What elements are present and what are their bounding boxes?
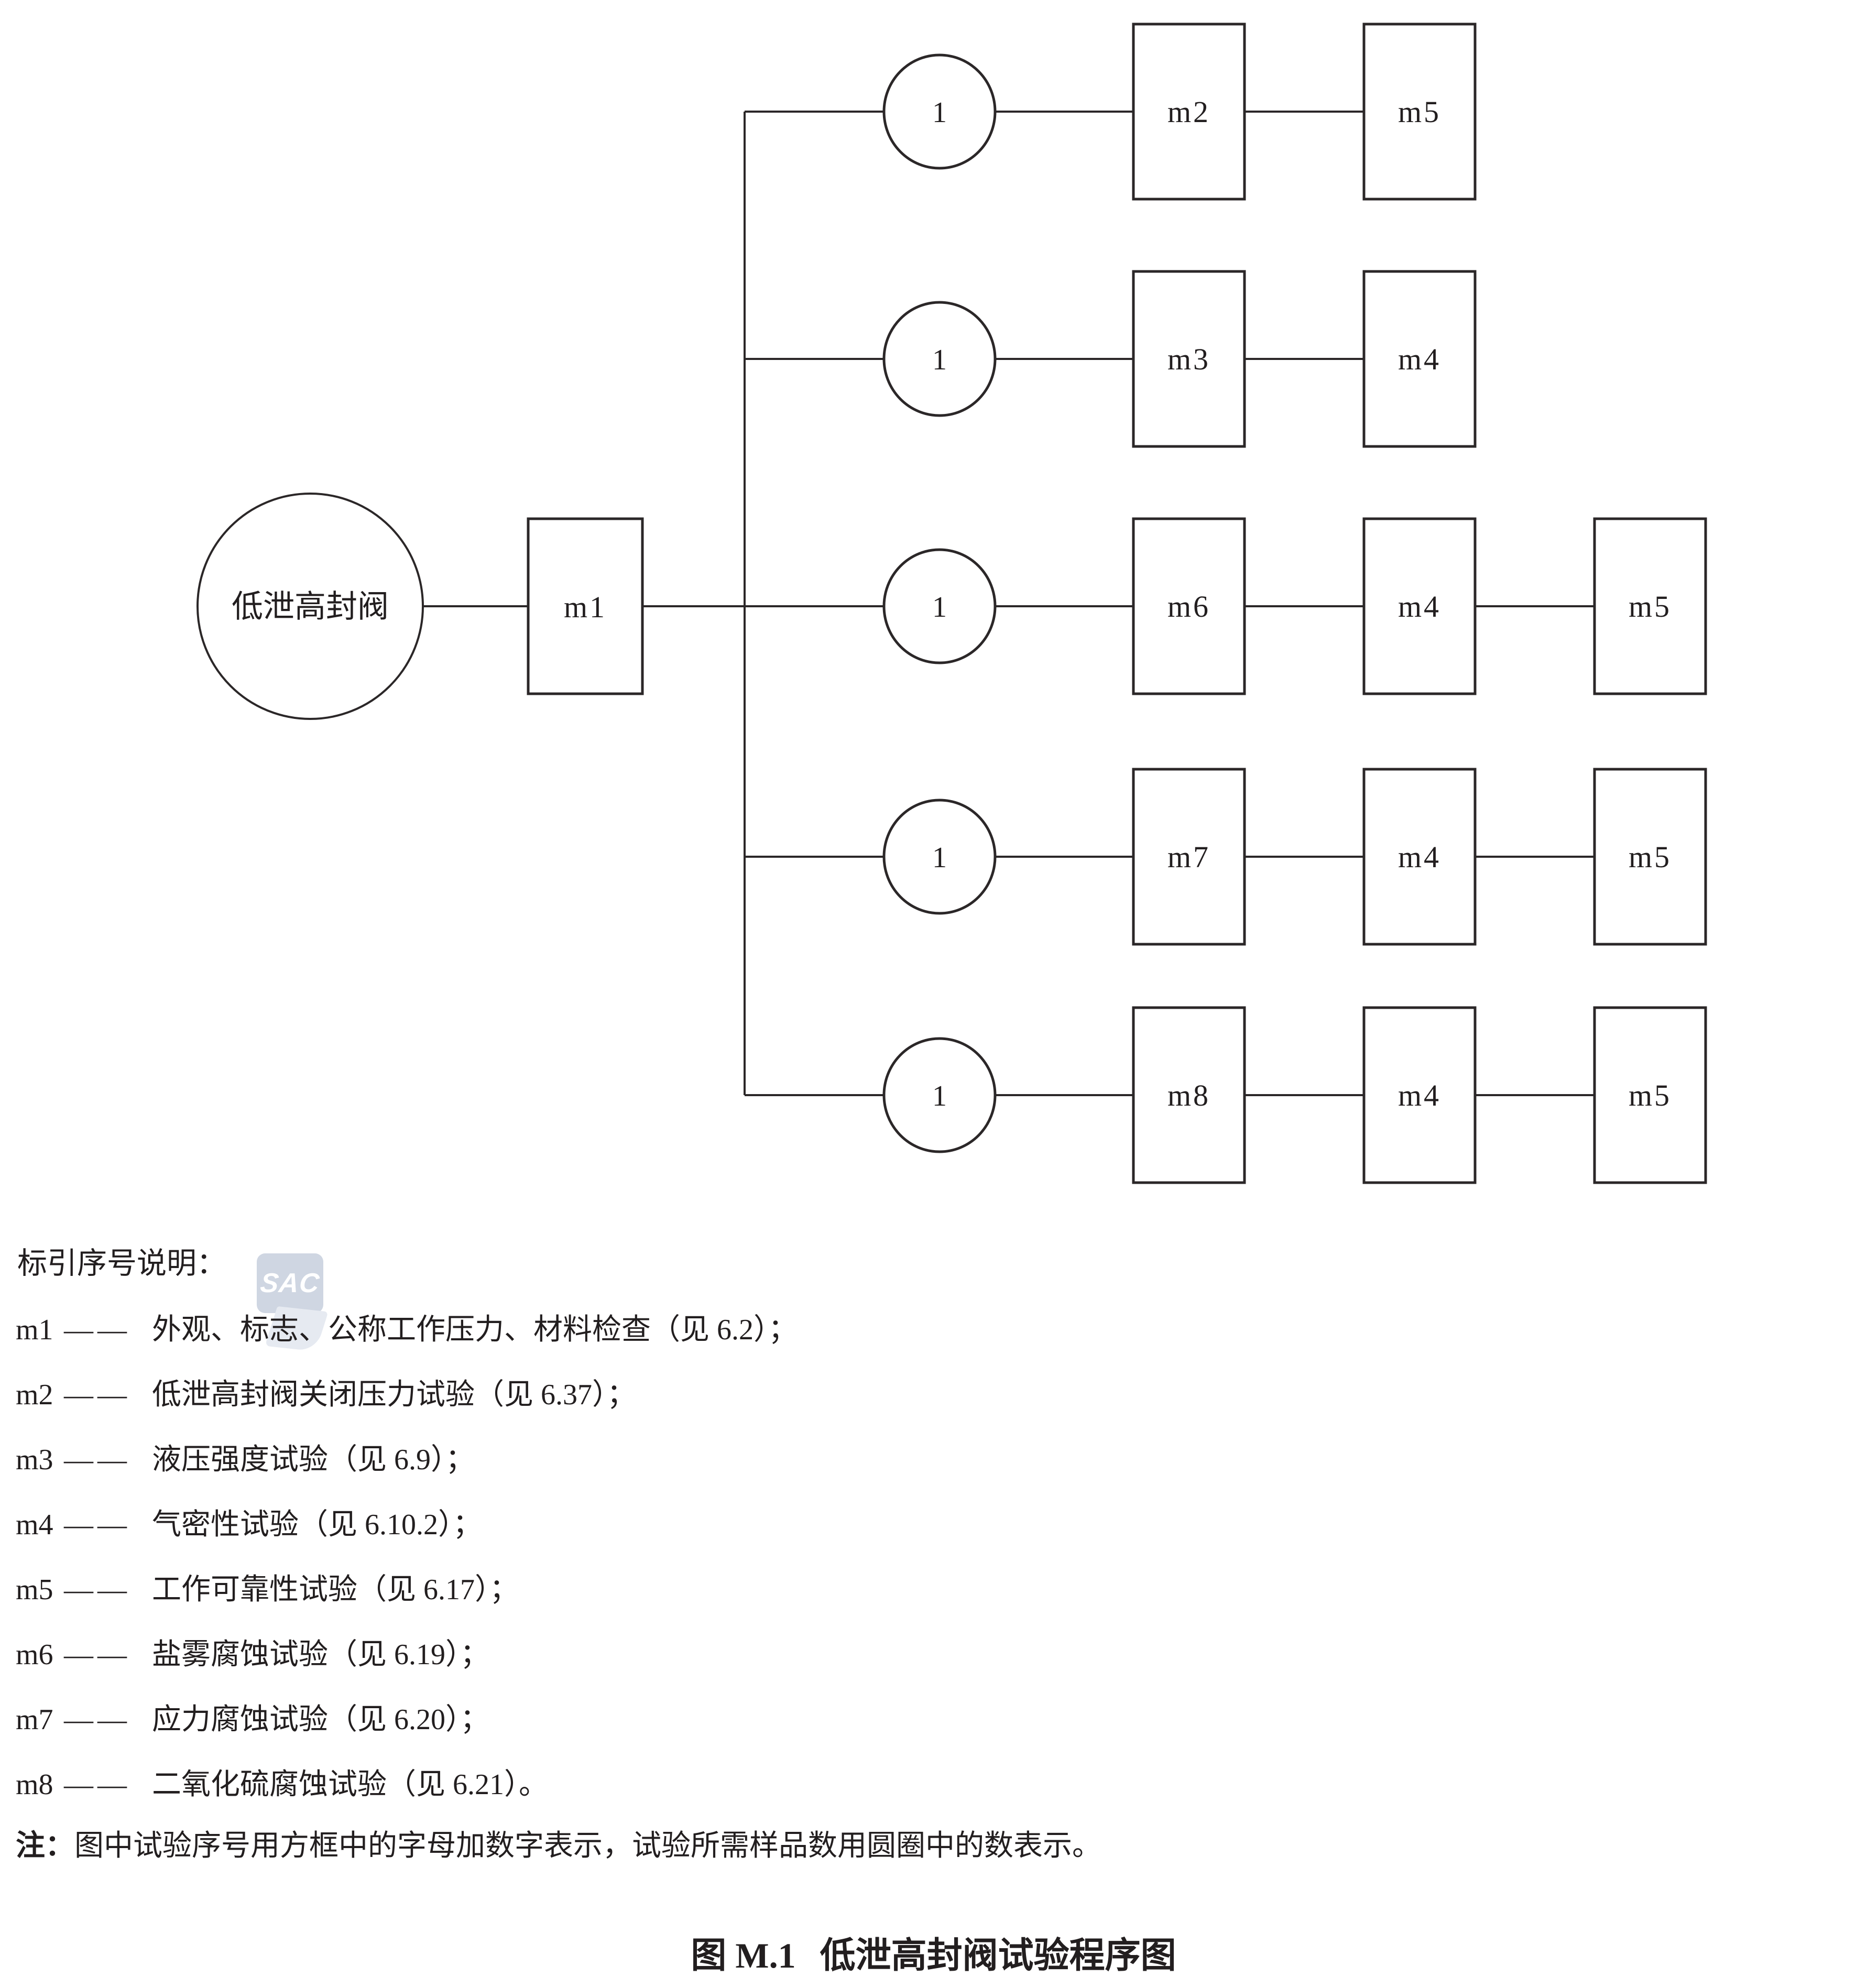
- test-box-row5-col2: [1362, 1006, 1477, 1184]
- test-box-row1-col2: [1362, 23, 1477, 201]
- sac-watermark-badge: SAC: [257, 1253, 323, 1313]
- sample-count-circle-row4: [882, 799, 997, 915]
- figure-caption-title: 低泄高封阀试验程序图: [820, 1936, 1176, 1975]
- legend-item-m5: m5 —— 工作可靠性试验（见 6.17）；: [16, 1574, 519, 1605]
- test-box-row2-col2: [1362, 270, 1477, 448]
- sample-count-row3: 1: [932, 591, 947, 624]
- sample-count-circle-row3: [882, 548, 997, 664]
- legend-desc-m8: 二氧化硫腐蚀试验（见 6.21）。: [152, 1768, 548, 1801]
- test-box-row5-col1: [1132, 1006, 1246, 1184]
- legend-dash-m7: ——: [64, 1703, 131, 1736]
- test-box-row3-col3-label: m5: [1629, 589, 1672, 624]
- figure-note-label: 注：: [16, 1830, 74, 1862]
- test-box-row5-col1-label: m8: [1167, 1078, 1210, 1112]
- legend-heading: 标引序号说明：: [17, 1247, 226, 1280]
- test-box-row5-col2-label: m4: [1398, 1078, 1441, 1112]
- sample-count-row2: 1: [932, 344, 947, 376]
- figure-note-text: 图中试验序号用方框中的字母加数字表示，试验所需样品数用圆圈中的数表示。: [74, 1830, 1101, 1862]
- legend-key-m5: m5: [16, 1574, 53, 1606]
- legend-dash-m1: ——: [64, 1314, 131, 1346]
- test-procedure-flow-diagram: 低泄高封阀 m1 1 m2 m5 1 m3 m4 1 m6 m4 m5 1 m7…: [196, 23, 1707, 1184]
- test-box-row4-col3: [1593, 768, 1707, 946]
- legend-key-m7: m7: [16, 1703, 53, 1736]
- sample-count-row1: 1: [932, 96, 947, 129]
- legend-desc-m5: 工作可靠性试验（见 6.17）；: [152, 1574, 519, 1606]
- legend-item-m7: m7 —— 应力腐蚀试验（见 6.20）；: [16, 1704, 489, 1735]
- test-box-row4-col2-label: m4: [1398, 840, 1441, 874]
- test-box-row3-col2-label: m4: [1398, 589, 1441, 624]
- legend-desc-m7: 应力腐蚀试验（见 6.20）；: [152, 1703, 489, 1736]
- legend-desc-m3: 液压强度试验（见 6.9）；: [152, 1444, 475, 1476]
- test-box-row2-col2-label: m4: [1398, 342, 1441, 376]
- sample-count-row4: 1: [932, 842, 947, 874]
- legend-key-m2: m2: [16, 1379, 53, 1411]
- legend-dash-m5: ——: [64, 1574, 131, 1606]
- test-box-row3-col2: [1362, 517, 1477, 695]
- sample-count-row5: 1: [932, 1080, 947, 1112]
- figure-caption: 图 M.1 低泄高封阀试验程序图: [0, 1926, 1867, 1978]
- legend-item-m3: m3 —— 液压强度试验（见 6.9）；: [16, 1444, 475, 1476]
- sample-count-circle-row5: [882, 1037, 997, 1153]
- legend-key-m4: m4: [16, 1509, 53, 1541]
- test-box-row4-col1: [1132, 768, 1246, 946]
- legend-dash-m2: ——: [64, 1379, 131, 1411]
- source-node-label: 低泄高封阀: [232, 589, 389, 624]
- test-box-row4-col3-label: m5: [1629, 840, 1672, 874]
- test-box-row4-col2: [1362, 768, 1477, 946]
- legend-key-m1: m1: [16, 1314, 53, 1346]
- test-box-row3-col3: [1593, 517, 1707, 695]
- legend-key-m8: m8: [16, 1768, 53, 1801]
- test-box-row1-col1: [1132, 23, 1246, 201]
- test-box-row2-col1-label: m3: [1167, 342, 1210, 376]
- figure-note: 注：图中试验序号用方框中的字母加数字表示，试验所需样品数用圆圈中的数表示。: [16, 1830, 1101, 1862]
- test-box-row3-col1: [1132, 517, 1246, 695]
- test-box-row4-col1-label: m7: [1167, 840, 1210, 874]
- legend-dash-m4: ——: [64, 1509, 131, 1541]
- legend-dash-m3: ——: [64, 1444, 131, 1476]
- test-box-row2-col1: [1132, 270, 1246, 448]
- legend-item-m2: m2 —— 低泄高封阀关闭压力试验（见 6.37）；: [16, 1379, 636, 1411]
- sample-count-circle-row1: [882, 53, 997, 170]
- legend-item-m4: m4 —— 气密性试验（见 6.10.2）；: [16, 1509, 482, 1541]
- test-box-row5-col3: [1593, 1006, 1707, 1184]
- legend-desc-m1: 外观、标志、公称工作压力、材料检查（见 6.2）；: [152, 1314, 798, 1346]
- figure-caption-number: 图 M.1: [691, 1936, 796, 1975]
- legend-key-m3: m3: [16, 1444, 53, 1476]
- test-box-row5-col3-label: m5: [1629, 1078, 1672, 1112]
- legend-item-m6: m6 —— 盐雾腐蚀试验（见 6.19）；: [16, 1639, 489, 1670]
- sample-count-circle-row2: [882, 301, 997, 417]
- legend-dash-m8: ——: [64, 1768, 131, 1801]
- sac-watermark-text: SAC: [259, 1268, 321, 1298]
- test-box-row1-col1-label: m2: [1167, 95, 1210, 129]
- legend-desc-m4: 气密性试验（见 6.10.2）；: [152, 1509, 482, 1541]
- test-box-m1: [527, 517, 644, 695]
- legend-item-m8: m8 —— 二氧化硫腐蚀试验（见 6.21）。: [16, 1769, 548, 1800]
- legend-item-m1: m1 —— 外观、标志、公称工作压力、材料检查（见 6.2）；: [16, 1314, 798, 1346]
- legend-desc-m2: 低泄高封阀关闭压力试验（见 6.37）；: [152, 1379, 636, 1411]
- legend-desc-m6: 盐雾腐蚀试验（见 6.19）；: [152, 1639, 489, 1671]
- test-box-row3-col1-label: m6: [1167, 589, 1210, 624]
- legend-dash-m6: ——: [64, 1639, 131, 1671]
- test-box-row1-col2-label: m5: [1398, 95, 1441, 129]
- source-node-circle: [196, 493, 424, 720]
- test-box-m1-label: m1: [564, 590, 607, 624]
- legend-key-m6: m6: [16, 1639, 53, 1671]
